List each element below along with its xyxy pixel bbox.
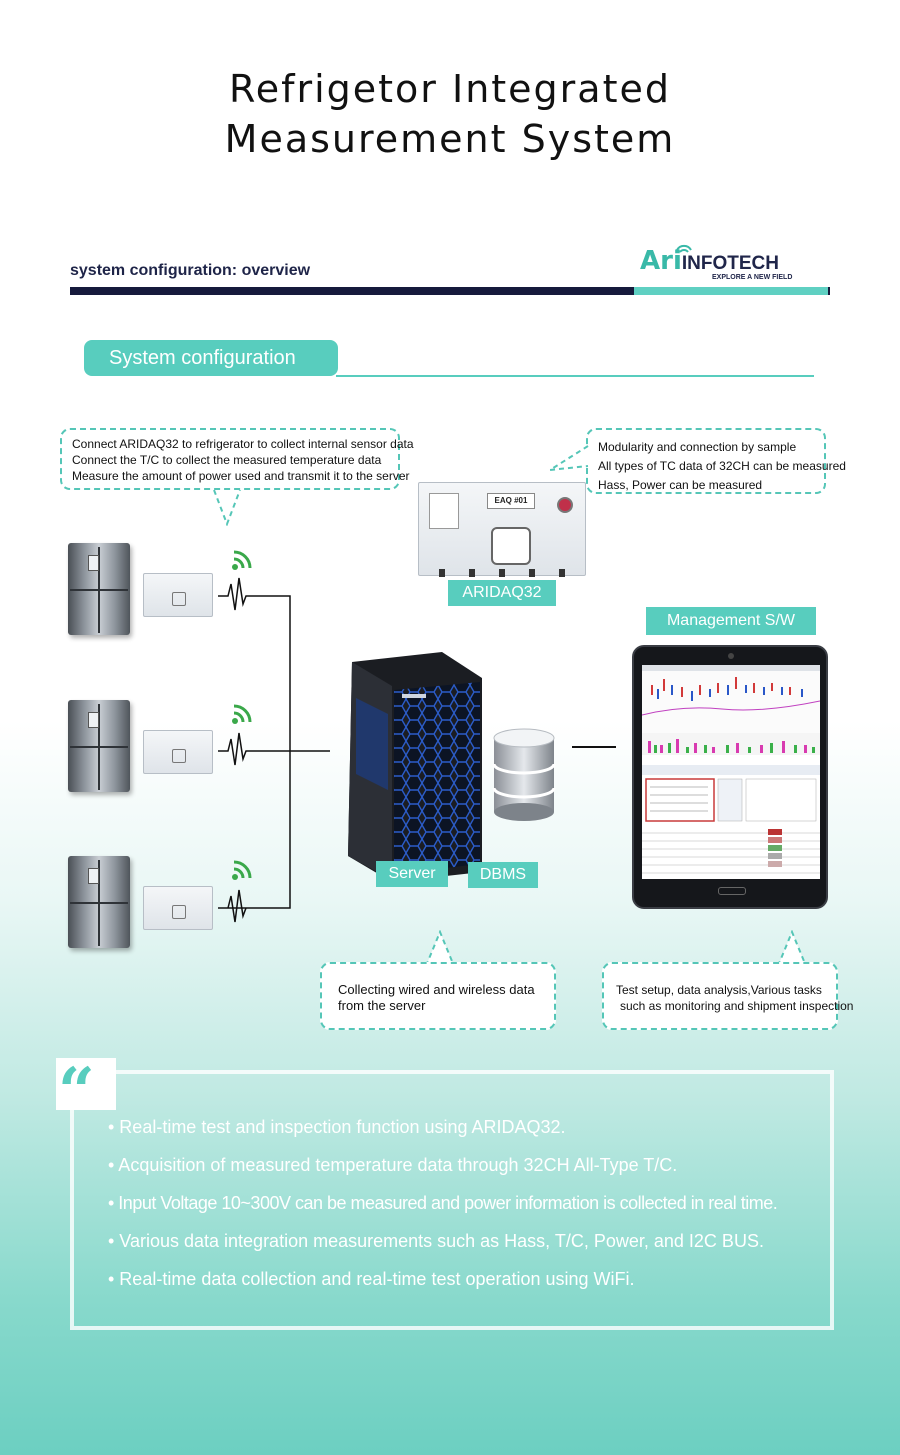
logo-infotech-text: INFOTECH [681, 253, 779, 274]
wifi-icon [232, 550, 252, 570]
quote-mark-icon: “ [58, 1054, 95, 1129]
bubble-line: Collecting wired and wireless data [338, 982, 535, 997]
device-panel-id: EAQ #01 [487, 493, 535, 509]
aridaq32-label: ARIDAQ32 [448, 580, 556, 606]
bubble-tail [425, 930, 455, 966]
section-subheader: system configuration: overview [70, 262, 311, 279]
bubble-line: All types of TC data of 32CH can be meas… [598, 459, 846, 473]
server-image [348, 652, 482, 882]
tablet-home-button [718, 887, 746, 895]
connection-lines [218, 577, 330, 923]
page-title-line-2: Measurement System [224, 117, 676, 161]
refrigerator-image [68, 856, 130, 948]
page-title-line-1: Refrigetor Integrated [229, 67, 671, 111]
bubble-tail [213, 490, 241, 526]
bubble-line: from the server [338, 998, 426, 1013]
header-rule-accent [634, 287, 828, 295]
bubble-software: Test setup, data analysis,Various tasks … [602, 962, 854, 1030]
refrigerator-image [68, 700, 130, 792]
system-configuration-heading: System configuration [84, 340, 338, 376]
quote-backdrop [56, 1058, 116, 1110]
daq-module-image [143, 573, 213, 617]
logo-signal-icon [676, 244, 692, 253]
management-software-label: Management S/W [646, 607, 816, 635]
tablet-screen [642, 665, 820, 879]
daq-module-image [143, 886, 213, 930]
bubble-line: Connect ARIDAQ32 to refrigerator to coll… [72, 437, 414, 451]
dbms-label: DBMS [468, 862, 538, 888]
aridaq32-device-image: EAQ #01 [418, 482, 586, 577]
bubble-daq-features: Modularity and connection by sample All … [586, 428, 846, 494]
wifi-icon [232, 860, 252, 880]
bubble-daq-connection: Connect ARIDAQ32 to refrigerator to coll… [60, 428, 414, 490]
company-logo: AriINFOTECH EXPLORE A NEW FIELD [640, 244, 800, 286]
feature-item: • Real-time data collection and real-tim… [108, 1269, 635, 1289]
feature-item: • Acquisition of measured temperature da… [108, 1155, 678, 1175]
feature-item: • Real-time test and inspection function… [108, 1117, 566, 1137]
power-switch-icon [557, 497, 573, 513]
logo-tagline: EXPLORE A NEW FIELD [712, 274, 793, 281]
database-icon [492, 728, 556, 821]
daq-module-image [143, 730, 213, 774]
feature-item: • Various data integration measurements … [108, 1231, 764, 1251]
power-socket-icon [491, 527, 531, 565]
device-connectors [439, 569, 565, 577]
server-label: Server [376, 861, 448, 887]
bubble-line: Hass, Power can be measured [598, 478, 763, 492]
bubble-tail [777, 930, 807, 966]
feature-item: • Input Voltage 10~300V can be measured … [108, 1193, 778, 1213]
bubble-line: Measure the amount of power used and tra… [72, 469, 410, 483]
tablet-camera [728, 653, 734, 659]
software-screen-mockup [642, 665, 820, 879]
bubble-line: Test setup, data analysis,Various tasks [616, 983, 822, 997]
bubble-server: Collecting wired and wireless data from … [320, 962, 556, 1030]
refrigerator-image [68, 543, 130, 635]
bubble-tail [549, 445, 589, 471]
device-label-plate [429, 493, 459, 529]
bubble-line: Connect the T/C to collect the measured … [72, 453, 382, 467]
bubble-line: Modularity and connection by sample [598, 440, 797, 454]
heading-underline [336, 375, 814, 377]
bubble-line: such as monitoring and shipment inspecti… [620, 999, 854, 1013]
server-tablet-link [572, 746, 616, 748]
logo-ari-text: Ari [640, 246, 682, 276]
header-rule [70, 287, 830, 295]
feature-list-box [70, 1070, 834, 1330]
feature-list: • Real-time test and inspection function… [108, 1108, 778, 1298]
tablet-device [632, 645, 828, 909]
wifi-icon [232, 704, 252, 724]
